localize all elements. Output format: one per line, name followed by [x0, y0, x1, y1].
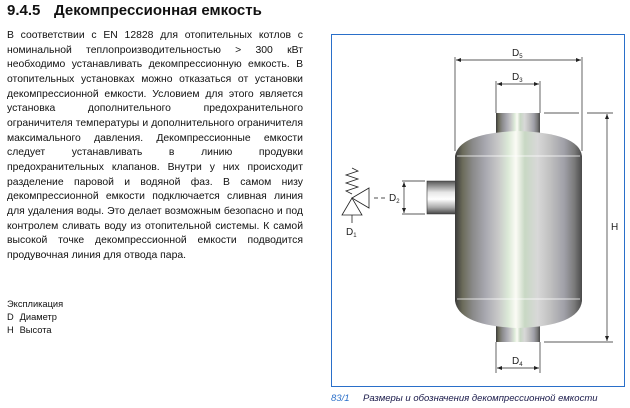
legend-item: D Диаметр — [7, 311, 63, 324]
paragraph: В соответствии с EN 12828 для отопительн… — [7, 30, 303, 261]
caption-text: Размеры и обозначения декомпрессионной е… — [363, 393, 598, 404]
legend-label: Высота — [19, 325, 52, 335]
label-d3: D3 — [512, 72, 523, 84]
tank-body — [455, 131, 582, 328]
bottom-nozzle — [496, 323, 540, 342]
caption-number: 83/1 — [331, 393, 350, 404]
label-d2: D2 — [389, 193, 400, 205]
label-d1: D1 — [346, 227, 357, 239]
figure-frame: D5 D3 D4 D2 D1 H — [331, 34, 625, 387]
safety-valve-icon — [341, 167, 385, 223]
label-h: H — [611, 222, 618, 233]
legend-title: Экспликация — [7, 299, 64, 309]
top-nozzle — [496, 113, 540, 135]
legend-key: H — [7, 325, 14, 335]
figure-caption: 83/1 Размеры и обозначения декомпрессионн… — [331, 393, 598, 404]
label-d5: D5 — [512, 48, 523, 60]
dimension-arrows — [402, 58, 609, 370]
section-title: Декомпрессионная емкость — [54, 2, 262, 19]
section-heading: 9.4.5 Декомпрессионная емкость — [7, 2, 262, 19]
legend-item: H Высота — [7, 324, 63, 337]
legend: Экспликация D Диаметр H Высота — [7, 298, 63, 337]
dimension-lines — [402, 57, 613, 373]
label-d4: D4 — [512, 356, 523, 368]
section-number: 9.4.5 — [7, 2, 41, 19]
legend-key: D — [7, 312, 14, 322]
body-text: В соответствии с EN 12828 для отопительн… — [7, 29, 303, 264]
legend-label: Диаметр — [19, 312, 57, 322]
